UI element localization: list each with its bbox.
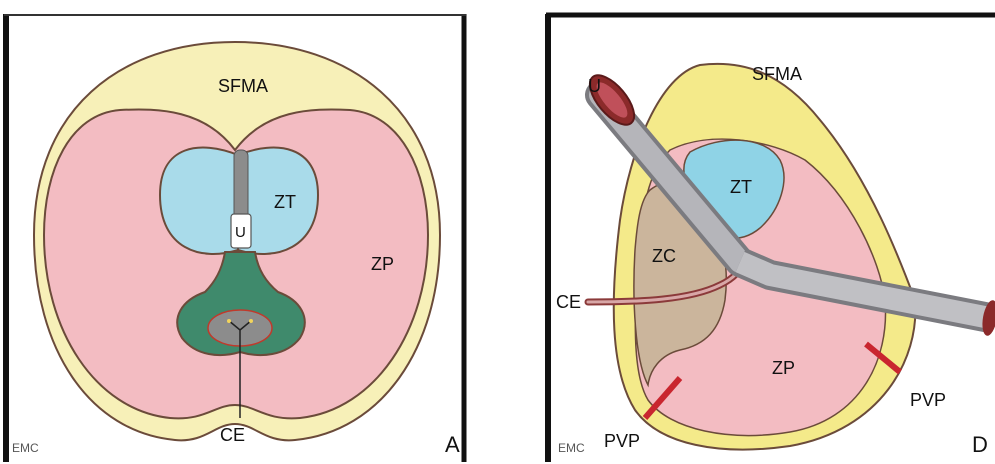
label-u: U [235,224,246,241]
panel-letter-d: D [972,432,988,457]
label-ce: CE [220,425,245,445]
label-zt-d: ZT [730,177,752,197]
label-zp: ZP [371,254,394,274]
label-pvp-left: PVP [604,431,640,451]
urethra-tube [234,150,248,220]
label-zt: ZT [274,192,296,212]
panel-a-coronal-diagram: SFMA ZT U ZP CE A EMC [0,0,470,464]
logo-emc-d: EMC [558,441,585,455]
label-zp-d: ZP [772,358,795,378]
duct-dot-left [227,319,231,323]
duct-dot-right [249,319,253,323]
label-sfma: SFMA [218,76,268,96]
label-u-d: U [588,76,601,96]
panel-a-svg: SFMA ZT U ZP CE A EMC [0,0,470,464]
panel-letter-a: A [445,432,460,457]
label-sfma-d: SFMA [752,64,802,84]
panel-d-sagittal-diagram: U SFMA ZT ZC CE ZP PVP PVP D EMC [540,0,995,464]
label-ce-d: CE [556,292,581,312]
label-pvp-right: PVP [910,390,946,410]
panel-d-svg: U SFMA ZT ZC CE ZP PVP PVP D EMC [540,0,995,464]
logo-emc-a: EMC [12,441,39,455]
label-zc-d: ZC [652,246,676,266]
